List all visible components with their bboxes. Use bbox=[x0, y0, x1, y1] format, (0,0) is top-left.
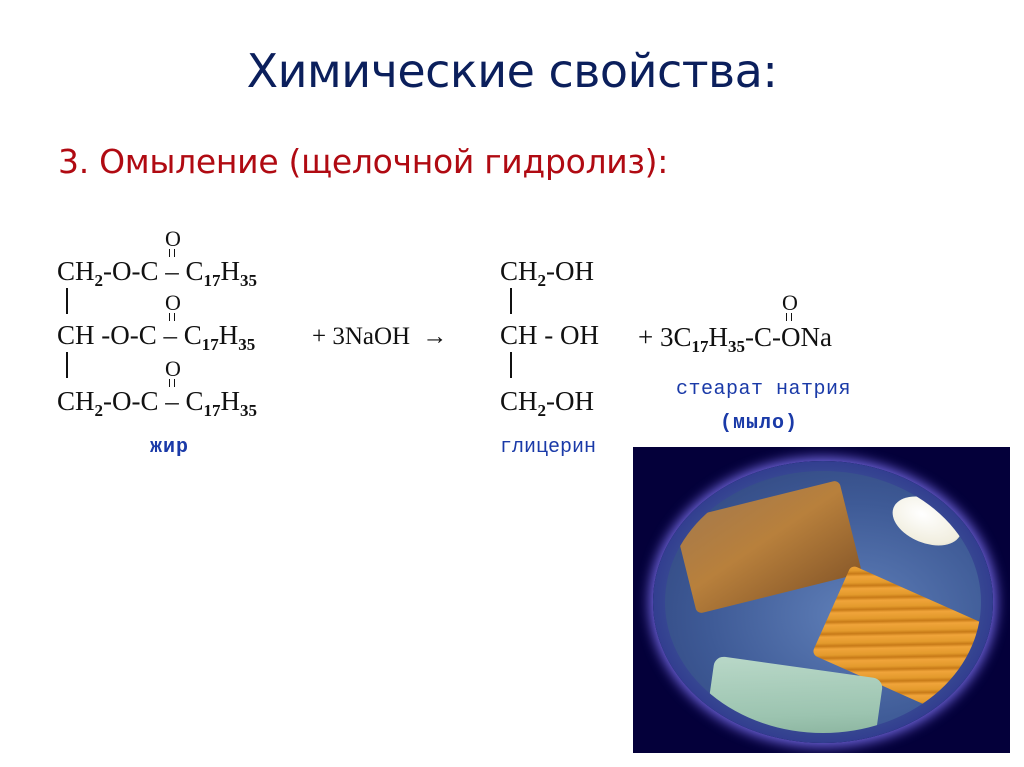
fat-carbonyl-o-1: O bbox=[165, 226, 181, 251]
photo-oval-frame bbox=[653, 461, 993, 743]
glycerol-row-1-head: CH bbox=[500, 256, 538, 286]
fat-row-3-head: CH bbox=[57, 386, 95, 416]
fat-row-2-tail-h: H bbox=[218, 320, 239, 350]
fat-row-2-head: CH bbox=[57, 320, 95, 350]
fat-row-2-dash: – bbox=[156, 320, 184, 350]
double-bond-2 bbox=[169, 313, 175, 321]
fat-row-1: CH2-O-C – C17H35 bbox=[57, 256, 257, 290]
photo-content bbox=[665, 471, 981, 733]
glycerol-row-3: CH2-OH bbox=[500, 386, 595, 420]
slide-subtitle: 3. Омыление (щелочной гидролиз): bbox=[58, 142, 669, 181]
soap-label: стеарат натрия bbox=[676, 378, 852, 401]
fat-label: жир bbox=[150, 436, 190, 459]
soap-formula: + 3C17H35-C-ONa bbox=[638, 322, 832, 356]
soap-photo bbox=[633, 447, 1010, 753]
bond-line-1 bbox=[66, 288, 68, 314]
glycerol-row-2-head: CH bbox=[500, 320, 538, 350]
fat-row-2: CH -O-C – C17H35 bbox=[57, 320, 255, 354]
reagent: + 3NaOH → bbox=[312, 324, 447, 349]
glycerol-row-3-tail: -OH bbox=[546, 386, 595, 416]
fat-row-3-head-sub: 2 bbox=[94, 401, 104, 420]
fat-row-3-tail-c-sub: 17 bbox=[203, 401, 221, 420]
glycerol-row-2-tail: - OH bbox=[537, 320, 600, 350]
soap-double-bond bbox=[786, 313, 792, 321]
soap-label-2: (мыло) bbox=[720, 412, 799, 435]
soap-tail: -C-ONa bbox=[745, 322, 832, 352]
fat-row-3-link: -O-C bbox=[103, 386, 159, 416]
fat-row-2-tail-h-sub: 35 bbox=[238, 335, 256, 354]
bond-line-2 bbox=[66, 352, 68, 378]
fat-row-3: CH2-O-C – C17H35 bbox=[57, 386, 257, 420]
soap-prefix: + 3C bbox=[638, 322, 692, 352]
soap-h-sub: 35 bbox=[728, 337, 745, 356]
double-bond-3 bbox=[169, 379, 175, 387]
fat-row-2-link: -O-C bbox=[94, 320, 157, 350]
fat-row-1-tail-h-sub: 35 bbox=[240, 271, 258, 290]
glycerol-row-2: CH - OH bbox=[500, 322, 599, 349]
fat-row-1-link: -O-C bbox=[103, 256, 159, 286]
fat-carbonyl-o-3: O bbox=[165, 356, 181, 381]
fat-row-1-head: CH bbox=[57, 256, 95, 286]
glycerol-row-3-head: CH bbox=[500, 386, 538, 416]
double-bond-1 bbox=[169, 249, 175, 257]
fat-row-2-tail-c: C bbox=[183, 320, 202, 350]
fat-row-3-tail-h-sub: 35 bbox=[240, 401, 258, 420]
fat-row-3-tail-h: H bbox=[220, 386, 241, 416]
glycerol-bond-line-2 bbox=[510, 352, 512, 378]
brown-soap-bar bbox=[673, 479, 863, 615]
white-soap bbox=[885, 487, 969, 555]
fat-carbonyl-o-2: O bbox=[165, 290, 181, 315]
fat-row-3-dash: – bbox=[158, 386, 186, 416]
soap-h: H bbox=[708, 322, 729, 352]
fat-row-1-head-sub: 2 bbox=[94, 271, 104, 290]
glycerol-row-1-tail: -OH bbox=[546, 256, 595, 286]
fat-row-1-dash: – bbox=[158, 256, 186, 286]
fat-row-1-tail-c-sub: 17 bbox=[203, 271, 221, 290]
fat-row-2-tail-c-sub: 17 bbox=[201, 335, 219, 354]
glycerol-row-3-head-sub: 2 bbox=[537, 401, 547, 420]
soap-c-sub: 17 bbox=[691, 337, 709, 356]
glycerol-bond-line-1 bbox=[510, 288, 512, 314]
soap-carbonyl-o: O bbox=[782, 290, 798, 315]
fat-row-3-tail-c: C bbox=[185, 386, 204, 416]
fat-row-1-tail-h: H bbox=[220, 256, 241, 286]
reaction-arrow-icon: → bbox=[422, 323, 448, 350]
glycerol-label: глицерин bbox=[500, 436, 597, 459]
slide-title: Химические свойства: bbox=[246, 44, 778, 98]
glycerol-row-1-head-sub: 2 bbox=[537, 271, 547, 290]
fat-row-1-tail-c: C bbox=[185, 256, 204, 286]
glycerol-row-1: CH2-OH bbox=[500, 256, 595, 290]
reagent-naoh: + 3NaOH bbox=[312, 323, 411, 350]
